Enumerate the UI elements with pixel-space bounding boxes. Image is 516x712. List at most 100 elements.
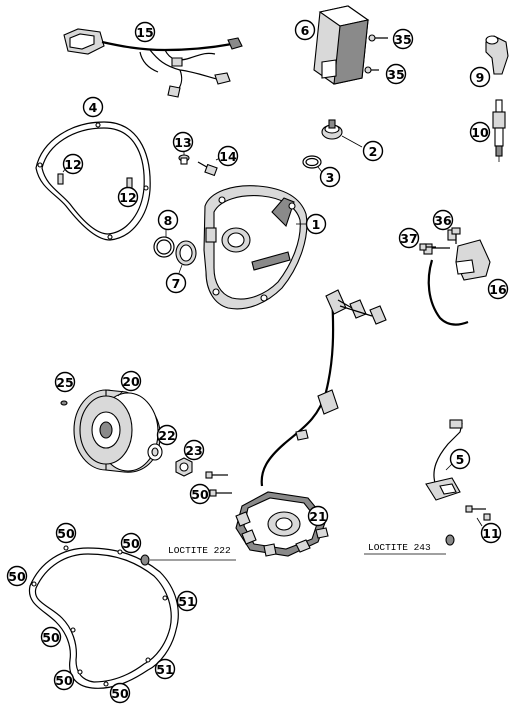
callout-circle xyxy=(189,483,211,505)
callout-number: 8 xyxy=(164,213,173,228)
callout-number: 36 xyxy=(434,213,452,228)
callout-circle xyxy=(117,186,139,208)
callout-circle xyxy=(156,424,178,446)
callout-7: 7 xyxy=(165,272,187,294)
callout-circle xyxy=(165,272,187,294)
ignition-coil xyxy=(423,229,491,326)
callout-51: 51 xyxy=(176,590,198,612)
callout-number: 22 xyxy=(158,428,175,443)
callout-circle xyxy=(319,166,341,188)
callout-number: 51 xyxy=(156,662,173,677)
callout-number: 12 xyxy=(119,190,136,205)
callout-50: 50 xyxy=(109,682,131,704)
callout-20: 20 xyxy=(120,370,142,392)
callout-35: 35 xyxy=(385,63,407,85)
flywheel xyxy=(73,389,161,473)
callout-10: 10 xyxy=(469,121,491,143)
callout-1: 1 xyxy=(305,213,327,235)
callout-25: 25 xyxy=(54,371,76,393)
callout-number: 35 xyxy=(387,67,404,82)
callout-14: 14 xyxy=(217,145,239,167)
callout-circle xyxy=(172,131,194,153)
callout-circle xyxy=(305,213,327,235)
callout-circle xyxy=(40,626,62,648)
callout-number: 50 xyxy=(8,569,26,584)
callout-3: 3 xyxy=(319,166,341,188)
callout-circle xyxy=(294,19,316,41)
callout-4: 4 xyxy=(82,96,104,118)
callout-12: 12 xyxy=(62,153,84,175)
callout-circle xyxy=(385,63,407,85)
callout-circle xyxy=(362,140,384,162)
outer-cover-gasket xyxy=(28,545,179,689)
callout-number: 37 xyxy=(400,231,417,246)
callout-circle xyxy=(469,66,491,88)
callout-number: 50 xyxy=(111,686,129,701)
callout-number: 7 xyxy=(172,276,181,291)
callout-22: 22 xyxy=(156,424,178,446)
flywheel-nut xyxy=(175,457,193,477)
control-unit xyxy=(313,5,388,85)
callout-12: 12 xyxy=(117,186,139,208)
callout-number: 25 xyxy=(56,375,73,390)
callout-9: 9 xyxy=(469,66,491,88)
callout-number: 13 xyxy=(174,135,191,150)
callout-number: 9 xyxy=(476,70,485,85)
callout-number: 50 xyxy=(122,536,140,551)
callout-circle xyxy=(449,448,471,470)
woodruff-key xyxy=(60,400,68,406)
callout-number: 14 xyxy=(219,149,237,164)
callout-number: 50 xyxy=(191,487,209,502)
callout-number: 51 xyxy=(178,594,195,609)
callout-number: 4 xyxy=(89,100,98,115)
callout-circle xyxy=(392,28,414,50)
callout-number: 5 xyxy=(456,452,465,467)
callout-8: 8 xyxy=(157,209,179,231)
callout-number: 50 xyxy=(55,673,73,688)
callout-circle xyxy=(217,145,239,167)
callout-circle xyxy=(157,209,179,231)
callout-circle xyxy=(53,669,75,691)
callout-number: 12 xyxy=(64,157,81,172)
cover-o-ring xyxy=(175,240,197,274)
callout-circle xyxy=(54,371,76,393)
plug-o-ring xyxy=(302,155,323,173)
callout-number: 20 xyxy=(122,374,140,389)
callout-circle xyxy=(183,439,205,461)
callout-50: 50 xyxy=(120,532,142,554)
callout-50: 50 xyxy=(189,483,211,505)
callout-6: 6 xyxy=(294,19,316,41)
callout-15: 15 xyxy=(134,21,156,43)
callout-50: 50 xyxy=(53,669,75,691)
callout-21: 21 xyxy=(307,505,329,527)
spark-plug-cap xyxy=(485,35,509,75)
callout-number: 23 xyxy=(185,443,202,458)
callout-50: 50 xyxy=(40,626,62,648)
loctite-243-label: LOCTITE 243 xyxy=(368,542,431,553)
callout-number: 2 xyxy=(369,144,378,159)
callout-circle xyxy=(55,522,77,544)
cover-plug xyxy=(321,119,363,148)
coil-screws xyxy=(419,227,461,251)
spark-plug xyxy=(492,99,506,162)
callout-51: 51 xyxy=(154,658,176,680)
sensor-screw xyxy=(197,157,221,177)
callout-circle xyxy=(120,370,142,392)
callout-16: 16 xyxy=(487,278,509,300)
callout-number: 16 xyxy=(489,282,507,297)
callout-35: 35 xyxy=(392,28,414,50)
callout-circle xyxy=(82,96,104,118)
flywheel-washer xyxy=(147,443,163,461)
callout-circle xyxy=(120,532,142,554)
callout-11: 11 xyxy=(480,522,502,544)
pickup-sensor xyxy=(425,419,463,501)
callout-circle xyxy=(487,278,509,300)
callout-circle xyxy=(176,590,198,612)
callout-number: 50 xyxy=(42,630,60,645)
callout-circle xyxy=(154,658,176,680)
wiring-harness xyxy=(63,28,243,98)
callout-number: 15 xyxy=(136,25,153,40)
callout-circle xyxy=(109,682,131,704)
